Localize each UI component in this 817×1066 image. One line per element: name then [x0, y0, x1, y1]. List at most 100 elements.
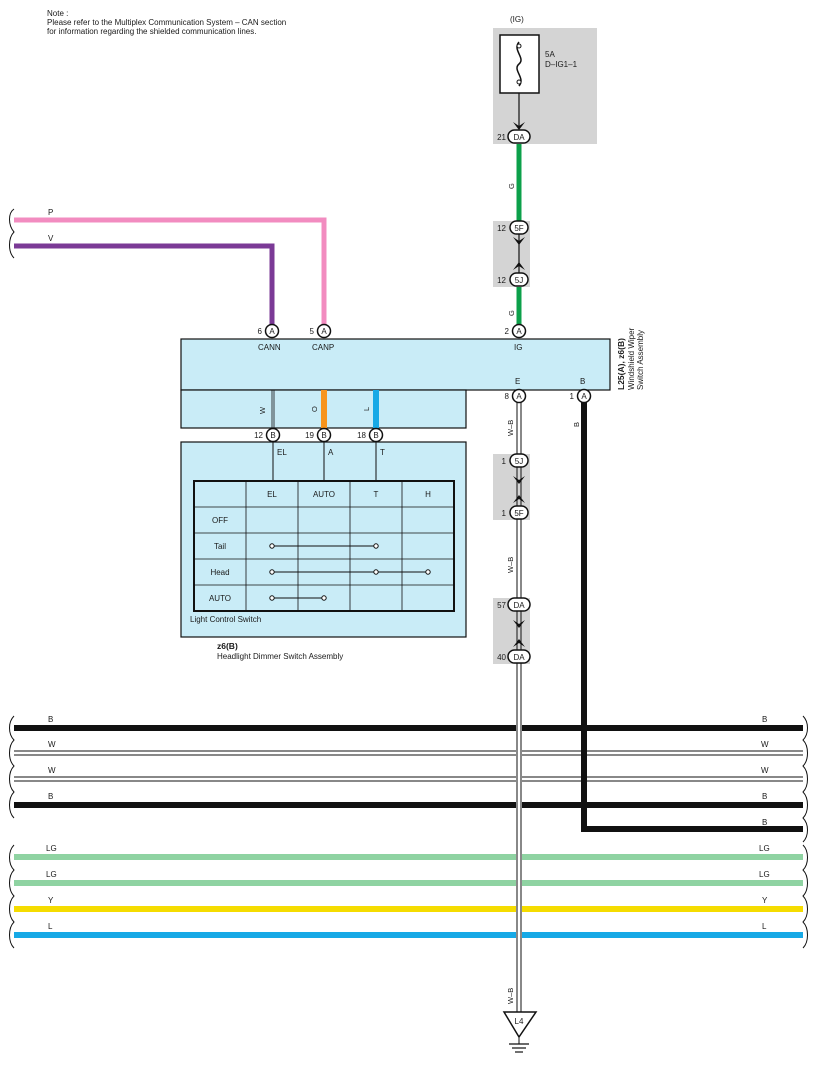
bus-label-right-lg-1: LG	[759, 844, 770, 853]
connector-b12: 12 B	[254, 427, 281, 443]
dimmer-assembly-name: Headlight Dimmer Switch Assembly	[217, 652, 343, 661]
connector-da21: 21 DA	[497, 129, 531, 144]
pin-number: 57	[497, 601, 506, 610]
wire-label-g-upper: G	[507, 183, 516, 189]
connector-a2: 2 A	[505, 323, 527, 339]
ig-label: (IG)	[510, 15, 524, 24]
pin-number: 21	[497, 133, 506, 142]
bus-label-lg-2: LG	[46, 870, 57, 879]
pin-number: 1	[502, 509, 507, 518]
fuse-icon	[516, 41, 522, 87]
bus-label-y: Y	[48, 896, 54, 905]
pin-number: 40	[497, 653, 506, 662]
wire-label-b: B	[572, 422, 581, 427]
connector-badge	[576, 388, 592, 404]
connector-badge	[509, 453, 529, 468]
connector-j12: 12 5J	[497, 272, 529, 287]
table-row-head: Head	[210, 568, 229, 577]
pin-number: 1	[570, 392, 575, 401]
break-mark	[9, 715, 15, 819]
wire-b-right	[581, 402, 803, 832]
wire-label-p: P	[48, 208, 53, 217]
bus-label-w-1: W	[48, 740, 56, 749]
connector-badge	[509, 272, 529, 287]
continuity-dot	[269, 569, 275, 575]
continuity-dot	[269, 543, 275, 549]
connector-badge	[509, 220, 529, 235]
break-mark	[9, 208, 15, 259]
connector-j1: 1 5J	[502, 453, 529, 468]
bus-lines: B W W B LG LG Y L B W W B B LG LG Y L	[9, 715, 808, 949]
wire-label-l: L	[362, 407, 371, 411]
bus-label-right-b-2: B	[762, 792, 767, 801]
connector-code: B	[373, 431, 378, 440]
note-title: Note :	[47, 9, 68, 18]
arrow-icon	[513, 262, 525, 270]
connector-code: 5J	[515, 457, 523, 466]
wire-label-v: V	[48, 234, 54, 243]
fuse-terminal-top	[516, 43, 522, 49]
table-header-el: EL	[267, 490, 277, 499]
connector-code: DA	[513, 653, 525, 662]
terminal-cann: CANN	[258, 343, 281, 352]
continuity-dot	[373, 569, 379, 575]
bus-label-b-2: B	[48, 792, 53, 801]
connector-code: 5F	[514, 509, 523, 518]
connector-code: B	[321, 431, 326, 440]
light-control-switch-label: Light Control Switch	[190, 615, 261, 624]
connector-a6: 6 A	[258, 323, 280, 339]
terminal-ig: IG	[514, 343, 522, 352]
connector-badge	[316, 323, 332, 339]
fuse-name: D–IG1–1	[545, 60, 578, 69]
connector-a1: 1 A	[570, 388, 592, 404]
connector-code: A	[581, 392, 587, 401]
pin-number: 1	[502, 457, 507, 466]
bus-label-right-w-1: W	[761, 740, 769, 749]
fuse-rating: 5A	[545, 50, 555, 59]
connector-code: DA	[513, 601, 525, 610]
bus-label-right-y: Y	[762, 896, 768, 905]
fuse-terminal-bottom	[516, 79, 522, 85]
wire-p	[14, 217, 327, 325]
connector-a8: 8 A	[505, 388, 527, 404]
continuity-dot	[269, 595, 275, 601]
wire-label-o: O	[310, 406, 319, 412]
terminal-canp: CANP	[312, 343, 334, 352]
light-control-table: EL AUTO T H OFF Tail Head AUTO	[193, 480, 455, 612]
bus-label-right-b-1: B	[762, 715, 767, 724]
connector-badge	[511, 388, 527, 404]
wiper-name-line-1: Windshield Wiper	[627, 327, 636, 390]
connector-f1: 1 5F	[502, 505, 529, 520]
terminal-b: B	[580, 377, 585, 386]
bus-label-b-1: B	[48, 715, 53, 724]
wire-label-wb-3: W–B	[506, 988, 515, 1004]
break-mark	[802, 715, 808, 843]
connector-badge	[507, 597, 531, 612]
table-row-off: OFF	[212, 516, 228, 525]
bus-label-w-2: W	[48, 766, 56, 775]
pin-number: 12	[497, 276, 506, 285]
arrow-icon	[513, 237, 525, 245]
pin-number: 19	[305, 431, 314, 440]
bus-label-right-lg-2: LG	[759, 870, 770, 879]
note-line-2: for information regarding the shielded c…	[47, 27, 256, 36]
wire-v	[14, 243, 275, 325]
wiper-switch-box	[180, 338, 611, 391]
pin-number: 8	[505, 392, 510, 401]
continuity-dot	[321, 595, 327, 601]
connector-code: 5J	[515, 276, 523, 285]
dimmer-connector-label: z6(B)	[217, 641, 238, 651]
connector-code: DA	[513, 133, 525, 142]
pin-number: 2	[505, 327, 510, 336]
arrow-icon	[513, 495, 525, 503]
connector-badge	[316, 427, 332, 443]
connector-da57: 57 DA	[497, 597, 531, 612]
bus-label-l: L	[48, 922, 53, 931]
pin-number: 6	[258, 327, 263, 336]
wire-label-w: W	[258, 406, 267, 414]
connector-badge	[368, 427, 384, 443]
bus-label-right-l: L	[762, 922, 767, 931]
bus-label-right-b-3: B	[762, 818, 767, 827]
dimmer-terminal-a: A	[328, 448, 334, 457]
